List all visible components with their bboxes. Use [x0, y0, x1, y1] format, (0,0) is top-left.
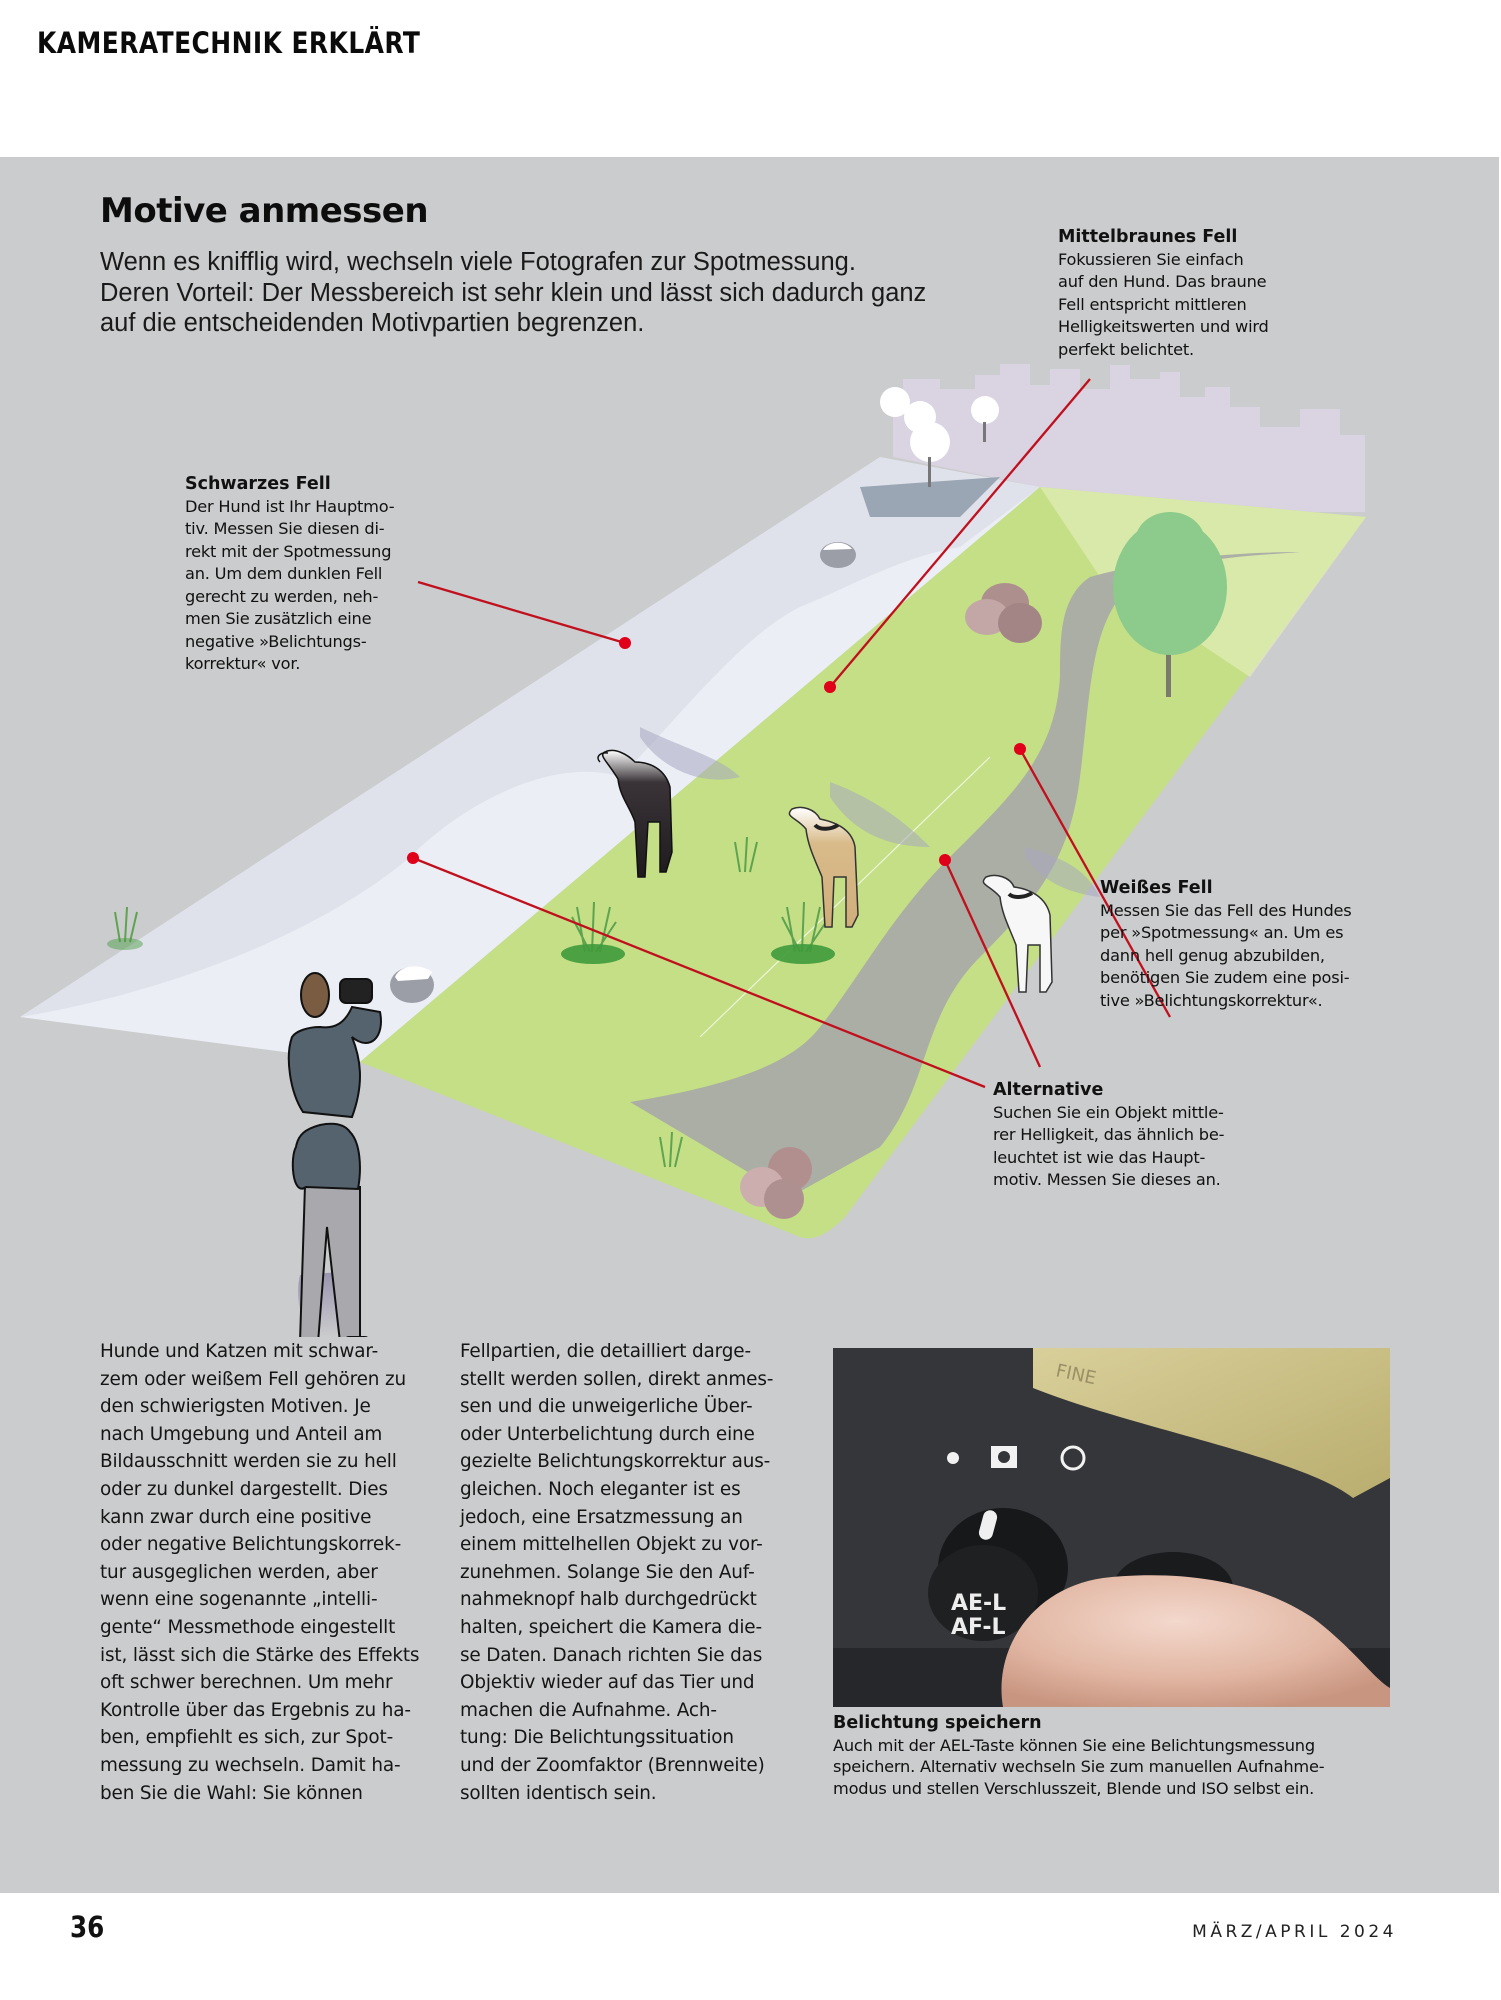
callout-heading: Mittelbraunes Fell: [1058, 227, 1238, 247]
skyline-icon: [893, 364, 1365, 512]
caption-heading: Belichtung speichern: [833, 1713, 1042, 1733]
caption-text: Auch mit der AEL-Taste können Sie eine B…: [833, 1735, 1325, 1798]
article-lead: Wenn es knifflig wird, wechseln viele Fo…: [100, 248, 927, 337]
rocks-icon: [390, 542, 1042, 1219]
body-column-1: Hunde und Katzen mit schwar- zem oder we…: [100, 1341, 420, 1804]
path-area: [630, 552, 1300, 1197]
snow-trees-icon: [880, 387, 999, 487]
page-number: 36: [70, 1910, 105, 1944]
photographer-icon: [287, 972, 382, 1337]
callout-text: Messen Sie das Fell des Hundes per »Spot…: [1100, 900, 1352, 1010]
callout-weisses-fell: Weißes Fell Messen Sie das Fell des Hund…: [1100, 877, 1352, 1012]
metering-points: [407, 637, 1026, 866]
callout-text: Der Hund ist Ihr Hauptmo- tiv. Messen Si…: [185, 496, 395, 674]
section-header: KAMERATECHNIK ERKLÄRT: [37, 26, 421, 60]
tree-icon: [1113, 512, 1227, 697]
callout-heading: Schwarzes Fell: [185, 474, 331, 494]
callout-text: Fokussieren Sie einfach auf den Hund. Da…: [1058, 249, 1269, 359]
callout-mittelbraunes-fell: Mittelbraunes Fell Fokussieren Sie einfa…: [1058, 226, 1269, 361]
article-title: Motive anmessen: [100, 191, 429, 231]
callout-text: Suchen Sie ein Objekt mittle- rer Hellig…: [993, 1102, 1225, 1190]
callout-heading: Weißes Fell: [1100, 878, 1213, 898]
spot-metering-illustration: [20, 364, 1366, 1337]
callout-alternative: Alternative Suchen Sie ein Objekt mittle…: [993, 1079, 1224, 1192]
callout-schwarzes-fell: Schwarzes Fell Der Hund ist Ihr Hauptmo-…: [185, 473, 395, 676]
issue-date: MÄRZ/APRIL 2024: [1192, 1922, 1397, 1942]
article-panel: Motive anmessen Wenn es knifflig wird, w…: [0, 157, 1499, 1893]
white-dog-icon: [982, 874, 1053, 993]
tan-dog-icon: [788, 806, 859, 928]
afl-label: AF-L: [951, 1615, 1006, 1640]
grass-area: [360, 487, 1366, 1239]
ael-label: AE-L: [951, 1591, 1006, 1616]
grass-tufts-icon: [114, 836, 827, 1168]
black-dog-icon: [597, 749, 673, 878]
photo-caption: Belichtung speichern Auch mit der AEL-Ta…: [833, 1713, 1393, 1799]
callout-heading: Alternative: [993, 1080, 1104, 1100]
camera-body-icon: FINE AE-L AF-L: [833, 1348, 1390, 1707]
camera-ael-photo: FINE AE-L AF-L: [833, 1348, 1390, 1707]
body-column-2: Fellpartien, die detailliert darge- stel…: [460, 1341, 774, 1804]
leader-lines: [412, 378, 1172, 1089]
